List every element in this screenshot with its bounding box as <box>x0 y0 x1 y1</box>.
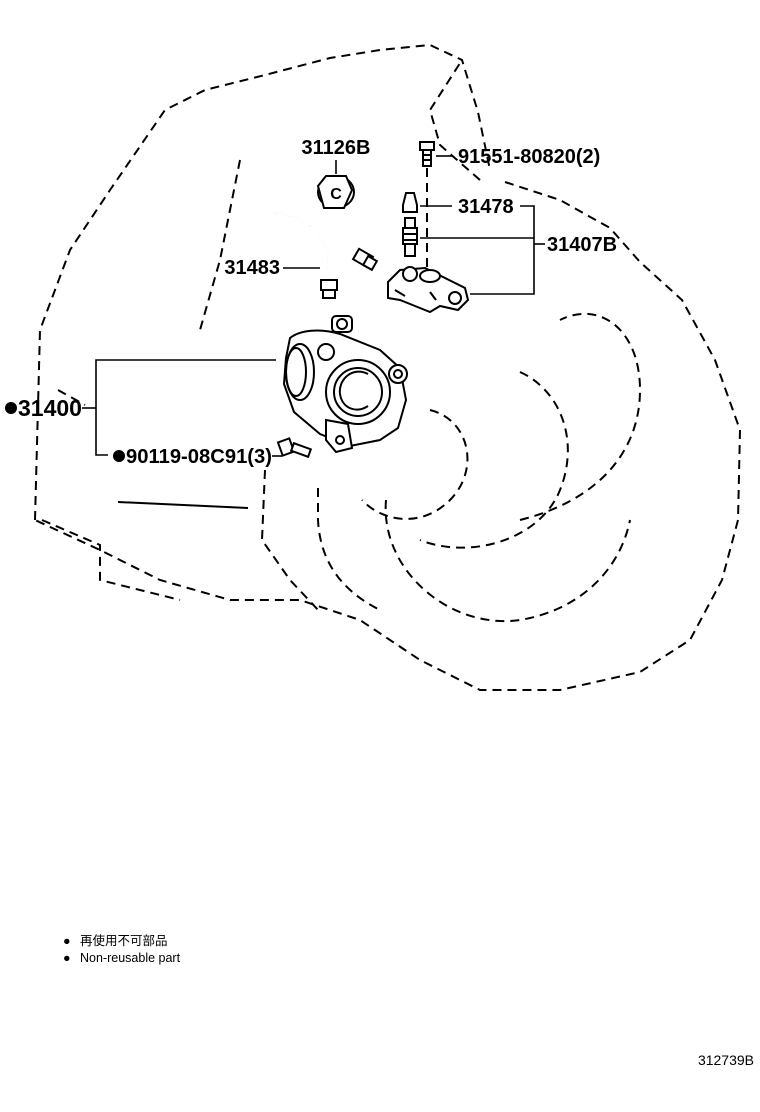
label-31483: 31483 <box>224 257 280 279</box>
svg-text:C: C <box>330 186 342 203</box>
label-31478: 31478 <box>458 196 514 218</box>
part-31407b-bracket[interactable] <box>387 266 470 314</box>
diagram-reference-number: 312739B <box>698 1052 754 1068</box>
non-reusable-marker-icon <box>113 450 125 462</box>
label-90119-group: 90119-08C91(3) <box>113 446 272 468</box>
label-31407b: 31407B <box>547 234 617 256</box>
part-31126b-cap[interactable]: C <box>316 175 355 209</box>
label-31126b: 31126B <box>302 137 371 159</box>
label-90119: 90119-08C91(3) <box>126 446 272 468</box>
part-31400-release-cylinder[interactable] <box>282 315 408 454</box>
legend-marker: ● <box>63 951 71 965</box>
legend-marker: ● <box>63 934 71 948</box>
part-31483-hose[interactable] <box>275 212 379 299</box>
non-reusable-marker-icon <box>5 402 17 414</box>
label-91551: 91551-80820(2) <box>458 146 600 168</box>
legend: ● 再使用不可部品 ● Non-reusable part <box>63 933 181 965</box>
leader-31400-bracket <box>95 359 276 456</box>
legend-item-english: Non-reusable part <box>80 951 181 965</box>
legend-item-japanese: 再使用不可部品 <box>80 933 168 948</box>
part-90119-bolt[interactable] <box>276 437 313 459</box>
part-31478-bleeder-cap[interactable] <box>402 192 418 213</box>
label-31400: 31400 <box>18 395 82 421</box>
transmission-housing-outline <box>34 43 742 691</box>
label-31400-group: 31400 <box>5 395 82 421</box>
leader-31407b-bracket <box>470 205 535 295</box>
part-bleeder-plug[interactable] <box>402 217 418 257</box>
part-91551-bolt[interactable] <box>419 141 435 167</box>
